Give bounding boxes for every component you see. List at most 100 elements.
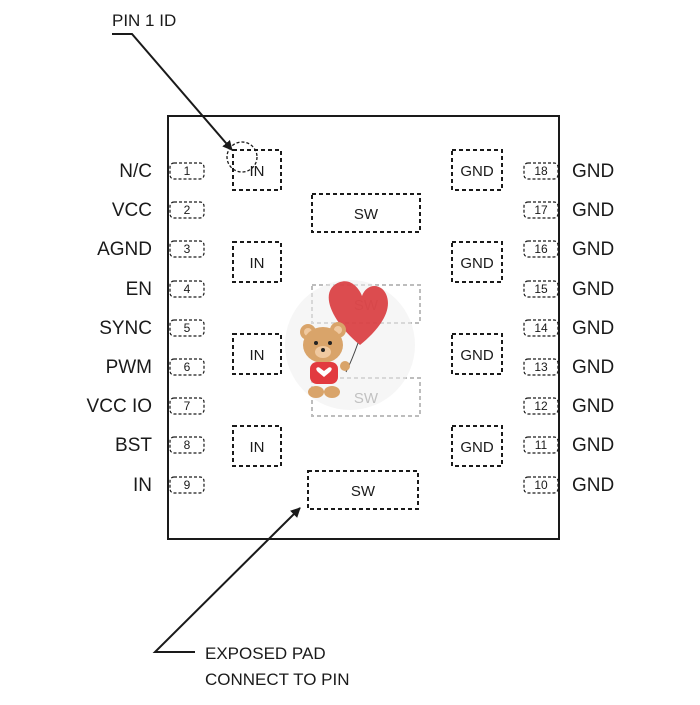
pin-pad bbox=[169, 240, 205, 258]
pin-number: 16 bbox=[534, 242, 548, 256]
pin-number: 6 bbox=[184, 360, 191, 374]
pin-pad bbox=[169, 358, 205, 376]
pin1-id-marker bbox=[226, 141, 258, 173]
pin-pad bbox=[523, 240, 559, 258]
pin-row: 13 GND bbox=[523, 357, 614, 378]
pin-row: EN 4 bbox=[126, 279, 205, 300]
pin-row: 15 GND bbox=[523, 279, 614, 300]
pin-pad bbox=[523, 319, 559, 337]
pin-number: 3 bbox=[184, 242, 191, 256]
pin-name: GND bbox=[572, 239, 614, 260]
in-pad-label: IN bbox=[250, 163, 265, 180]
heart-balloon-icon bbox=[328, 281, 388, 345]
left-pins: N/C 1 VCC 2 AGND 3 EN 4 SYNC 5 PWM 6 bbox=[87, 161, 205, 496]
gnd-pads bbox=[451, 149, 503, 467]
pin-row: 10 GND bbox=[523, 475, 614, 496]
gnd-pad-label: GND bbox=[460, 255, 494, 272]
in-pad-label: IN bbox=[250, 347, 265, 364]
pin-pad bbox=[169, 397, 205, 415]
pin-row: 11 GND bbox=[523, 435, 614, 456]
pin-name: EN bbox=[126, 279, 152, 300]
in-pad-3 bbox=[232, 333, 282, 375]
pin-pad bbox=[169, 280, 205, 298]
sw-pad-label: SW bbox=[351, 483, 376, 500]
pin-number: 17 bbox=[534, 203, 548, 217]
pin-row: VCC 2 bbox=[112, 200, 205, 221]
pin-pad bbox=[169, 476, 205, 494]
pin-row: AGND 3 bbox=[97, 239, 205, 260]
in-pad-1 bbox=[232, 149, 282, 191]
exposed-pad-leader-line bbox=[152, 507, 301, 653]
pin-number: 15 bbox=[534, 282, 548, 296]
gnd-pad-1 bbox=[451, 149, 503, 191]
pin-name: GND bbox=[572, 200, 614, 221]
pin-name: BST bbox=[115, 435, 152, 456]
pin-number: 2 bbox=[184, 203, 191, 217]
in-pad-2 bbox=[232, 241, 282, 283]
pin-pad bbox=[523, 280, 559, 298]
gnd-pad-label: GND bbox=[460, 439, 494, 456]
pin-pad bbox=[169, 436, 205, 454]
pin-number: 7 bbox=[184, 399, 191, 413]
pin-name: N/C bbox=[119, 161, 152, 182]
pin-name: GND bbox=[572, 161, 614, 182]
pin-row: VCC IO 7 bbox=[87, 396, 205, 417]
pin-name: AGND bbox=[97, 239, 152, 260]
pin-row: 12 GND bbox=[523, 396, 614, 417]
pin-number: 10 bbox=[534, 478, 548, 492]
pin-row: 17 GND bbox=[523, 200, 614, 221]
gnd-pad-2 bbox=[451, 241, 503, 283]
sw-pad-1 bbox=[311, 193, 421, 233]
in-pad-label: IN bbox=[250, 439, 265, 456]
pin-name: PWM bbox=[106, 357, 152, 378]
pin-pad bbox=[523, 358, 559, 376]
pin-row: 14 GND bbox=[523, 318, 614, 339]
pin-name: GND bbox=[572, 435, 614, 456]
pin1-leader-line bbox=[112, 33, 233, 151]
pin-number: 1 bbox=[184, 164, 191, 178]
pin-name: SYNC bbox=[99, 318, 152, 339]
pin-name: GND bbox=[572, 318, 614, 339]
pin-name: GND bbox=[572, 357, 614, 378]
pin-pad bbox=[523, 201, 559, 219]
pin-pad bbox=[169, 319, 205, 337]
pin-name: GND bbox=[572, 475, 614, 496]
pin-number: 13 bbox=[534, 360, 548, 374]
gnd-pad-label: GND bbox=[460, 347, 494, 364]
exposed-pad-label: EXPOSED PAD bbox=[205, 644, 326, 663]
pin-number: 9 bbox=[184, 478, 191, 492]
in-pad-label: IN bbox=[250, 255, 265, 272]
pin-number: 12 bbox=[534, 399, 548, 413]
pin-pad bbox=[523, 476, 559, 494]
pin-row: SYNC 5 bbox=[99, 318, 205, 339]
right-pins: 18 GND 17 GND 16 GND 15 GND 14 GND 13 GN… bbox=[523, 161, 614, 496]
gnd-pad-4 bbox=[451, 425, 503, 467]
gnd-pad-3 bbox=[451, 333, 503, 375]
pin1-id-label: PIN 1 ID bbox=[112, 11, 176, 30]
sw-pad-4 bbox=[307, 470, 419, 510]
pin-pad bbox=[169, 162, 205, 180]
pin-name: GND bbox=[572, 279, 614, 300]
pin-name: GND bbox=[572, 396, 614, 417]
pin-pad bbox=[523, 162, 559, 180]
pin-row: IN 9 bbox=[133, 475, 205, 496]
pin-pad bbox=[169, 201, 205, 219]
pin-row: N/C 1 bbox=[119, 161, 205, 182]
in-pad-4 bbox=[232, 425, 282, 467]
package-outline bbox=[167, 115, 560, 540]
pin-row: 18 GND bbox=[523, 161, 614, 182]
sw-pad-label: SW bbox=[354, 206, 379, 223]
pin-number: 8 bbox=[184, 438, 191, 452]
in-pads bbox=[232, 149, 282, 467]
exposed-pad-sublabel: CONNECT TO PIN bbox=[205, 670, 350, 689]
pin-number: 18 bbox=[534, 164, 548, 178]
pin-pad bbox=[523, 397, 559, 415]
pin-name: VCC IO bbox=[87, 396, 152, 417]
pin-name: IN bbox=[133, 475, 152, 496]
pin-row: 16 GND bbox=[523, 239, 614, 260]
pin-name: VCC bbox=[112, 200, 152, 221]
pin-number: 5 bbox=[184, 321, 191, 335]
pin-row: PWM 6 bbox=[106, 357, 205, 378]
